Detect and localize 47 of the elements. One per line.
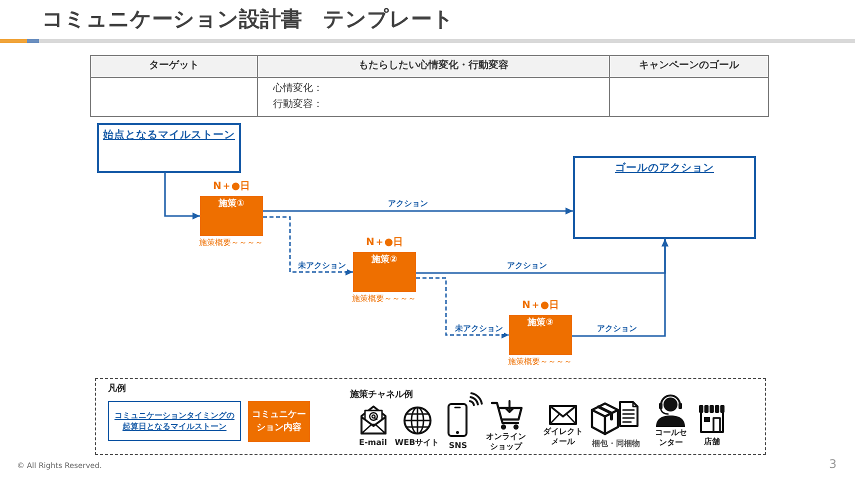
cell-text: 行動変容： bbox=[273, 98, 323, 112]
icon-caption: 梱包・同梱物 bbox=[592, 439, 640, 449]
milestone-sample-box bbox=[108, 401, 241, 441]
milestone-box bbox=[573, 156, 756, 239]
measure-label: 施策③ bbox=[528, 317, 554, 329]
summary-label: 施策概要～～～～ bbox=[352, 294, 416, 304]
measure-label: 施策① bbox=[218, 198, 244, 210]
cell-text: 心情変化： bbox=[273, 82, 323, 96]
arrow bbox=[263, 208, 573, 214]
box-heading: ゴールのアクション bbox=[615, 161, 714, 175]
measure-box bbox=[200, 196, 263, 236]
icon-caption: SNS bbox=[448, 441, 468, 451]
icon-caption: WEBサイト bbox=[394, 438, 440, 448]
edge-label: 未アクション bbox=[297, 261, 347, 271]
arrow bbox=[572, 239, 668, 337]
edge-label: アクション bbox=[387, 199, 429, 209]
edge-label: アクション bbox=[596, 324, 638, 334]
icon-caption: ダイレクトメール bbox=[542, 427, 584, 447]
page-number: 3 bbox=[829, 457, 837, 471]
timing-label: N＋●日 bbox=[212, 181, 250, 193]
table-header-cell: ターゲット bbox=[90, 55, 258, 78]
content-sample-box bbox=[248, 401, 310, 442]
page-title: コミュニケーション設計書 テンプレート bbox=[42, 6, 454, 33]
icon-caption: オンラインショップ bbox=[485, 432, 527, 452]
section-heading: 施策チャネル例 bbox=[350, 389, 413, 401]
dashed-arrow bbox=[263, 216, 353, 276]
sample-text: コミュニケーション内容 bbox=[251, 408, 307, 434]
summary-label: 施策概要～～～～ bbox=[508, 357, 572, 367]
edge-label: アクション bbox=[506, 261, 548, 271]
measure-box bbox=[353, 252, 416, 292]
edge-label: 未アクション bbox=[454, 324, 504, 334]
icon-caption: コールセンター bbox=[654, 428, 688, 448]
milestone-box bbox=[97, 123, 241, 173]
sample-text: コミュニケーションタイミングの起算日となるマイルストーン bbox=[114, 410, 236, 432]
measure-label: 施策② bbox=[372, 254, 398, 266]
icon-caption: E-mail bbox=[359, 438, 387, 448]
icon-caption: 店舗 bbox=[704, 437, 720, 447]
table-header-cell: キャンペーンのゴール bbox=[609, 55, 769, 78]
table-header-cell: もたらしたい心情変化・行動変容 bbox=[257, 55, 610, 78]
measure-box bbox=[509, 315, 572, 355]
dashed-arrow bbox=[416, 277, 509, 338]
legend-heading: 凡例 bbox=[108, 383, 126, 395]
arrow bbox=[164, 173, 200, 220]
box-heading: 始点となるマイルストーン bbox=[103, 128, 235, 142]
timing-label: N＋●日 bbox=[366, 237, 404, 249]
summary-label: 施策概要～～～～ bbox=[199, 238, 263, 248]
timing-label: N＋●日 bbox=[522, 300, 560, 312]
